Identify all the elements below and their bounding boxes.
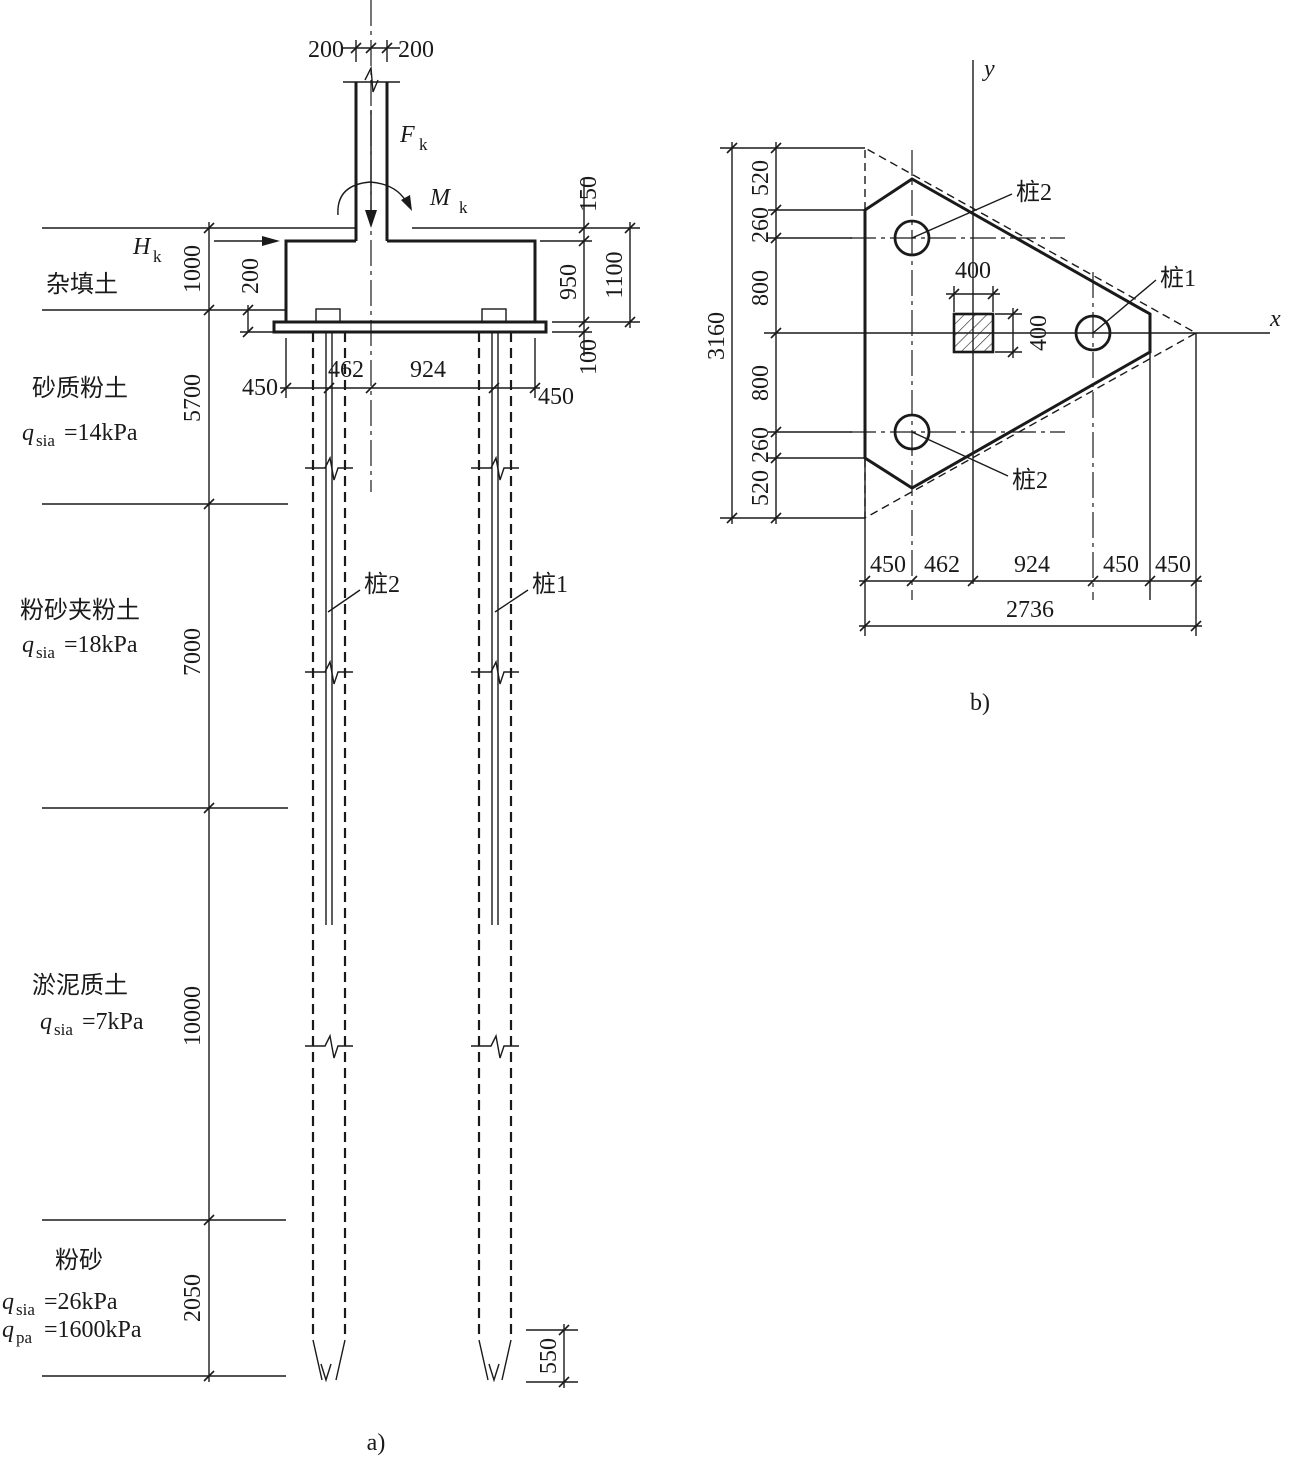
dim-462: 462 — [328, 357, 364, 383]
plan-dim-462: 462 — [924, 552, 960, 578]
layer-5-q-symbol: q — [2, 1289, 14, 1315]
layer-4-thickness: 10000 — [180, 986, 206, 1046]
plan-dim-260-top: 260 — [748, 207, 774, 243]
dim-150: 150 — [576, 176, 602, 212]
pile2-bottom-circle — [893, 413, 931, 451]
dim-550: 550 — [536, 1338, 562, 1374]
pile-spacing-dims: 450 462 924 450 — [242, 338, 574, 410]
soil-boundaries — [42, 222, 356, 1382]
layer-2-q-subscript: sia — [36, 431, 55, 450]
layer-5-qp-subscript: pa — [16, 1328, 33, 1347]
caption-a: a) — [367, 1430, 386, 1456]
layer-5-qp-value: =1600kPa — [44, 1317, 142, 1343]
layer-3-q-value: =18kPa — [64, 632, 138, 658]
layer-5-thickness: 2050 — [180, 1274, 206, 1322]
layer-1-thickness: 1000 — [180, 245, 206, 293]
figure-a: F k M k H k — [2, 0, 640, 1456]
layer-5-q-subscript: sia — [16, 1300, 35, 1319]
dim-col-right: 200 — [398, 37, 434, 63]
caption-b: b) — [970, 690, 990, 716]
layer-1-name: 杂填土 — [46, 271, 118, 298]
plan-dim-924: 924 — [1014, 552, 1050, 578]
dim-1100: 1100 — [602, 251, 628, 298]
plan-dim-260-bottom: 260 — [748, 427, 774, 463]
dim-924: 924 — [410, 357, 446, 383]
plan-dim-800-top: 800 — [748, 270, 774, 306]
pile2-bottom-label: 桩2 — [1012, 467, 1048, 494]
pile-cap-elevation — [272, 239, 548, 334]
x-axis-label: x — [1269, 306, 1281, 332]
dim-450-right: 450 — [538, 384, 574, 410]
layer-4-q-symbol: q — [40, 1009, 52, 1035]
layer-4-name: 淤泥质土 — [32, 972, 128, 999]
pile1-label: 桩1 — [532, 571, 568, 598]
load-h-label: H — [132, 234, 152, 260]
layer-5-name: 粉砂 — [55, 1247, 103, 1274]
layer-3-q-symbol: q — [22, 632, 34, 658]
dim-950: 950 — [556, 264, 582, 300]
plan-axes: y x — [764, 56, 1281, 584]
plan-dim-520-bottom: 520 — [748, 470, 774, 506]
piles-elevation: 桩2 桩1 — [305, 332, 568, 1383]
pile2-top-label: 桩2 — [1016, 179, 1052, 206]
column-elevation — [343, 0, 400, 492]
layer-4-q-subscript: sia — [54, 1020, 73, 1039]
plan-dim-520-top: 520 — [748, 160, 774, 196]
layer-2-name: 砂质粉土 — [32, 375, 128, 402]
pile-tip-dim: 550 — [526, 1324, 578, 1388]
pile2-label: 桩2 — [364, 571, 400, 598]
load-h-subscript: k — [153, 247, 162, 266]
layer-4-q-value: =7kPa — [82, 1009, 144, 1035]
layer-5-qp-symbol: q — [2, 1317, 14, 1343]
piles-plan: 桩2 桩1 桩2 — [893, 179, 1196, 494]
dim-450-left: 450 — [242, 375, 278, 401]
soil-layer-labels: 杂填土 1000 砂质粉土 q sia =14kPa 5700 粉砂夹粉土 q … — [2, 245, 206, 1347]
load-m-subscript: k — [459, 198, 468, 217]
plan-dim-450-c: 450 — [1155, 552, 1191, 578]
dim-200-embed: 200 — [238, 258, 264, 294]
plan-dim-450-b: 450 — [1103, 552, 1139, 578]
column-height-dim: 400 — [1026, 315, 1052, 351]
cap-embed-dim: 200 — [238, 258, 274, 338]
load-f-subscript: k — [419, 135, 428, 154]
column-plan: 400 400 — [946, 258, 1052, 358]
layer-3-name: 粉砂夹粉土 — [20, 597, 140, 624]
column-width-dim: 400 — [955, 258, 991, 284]
load-f-label: F — [399, 122, 415, 148]
pile1-plan-label: 桩1 — [1160, 265, 1196, 292]
layer-2-q-value: =14kPa — [64, 420, 138, 446]
plan-dim-2736: 2736 — [1006, 597, 1054, 623]
plan-dim-450-a: 450 — [870, 552, 906, 578]
plan-left-dims: 3160 520 260 800 800 260 520 — [704, 142, 865, 524]
column-width-dims: 200 200 — [308, 37, 434, 63]
cap-height-dims: 150 950 1100 100 — [412, 176, 640, 375]
figure-b: y x 桩2 桩1 桩2 — [704, 56, 1281, 716]
y-axis-label: y — [982, 56, 995, 82]
load-m-label: M — [429, 185, 452, 211]
layer-2-thickness: 5700 — [180, 374, 206, 422]
loads: F k M k H k — [132, 122, 468, 266]
layer-3-thickness: 7000 — [180, 628, 206, 676]
dim-100: 100 — [576, 339, 602, 375]
pile-centre-lines — [850, 150, 1197, 636]
pile1-circle — [1074, 314, 1112, 352]
plan-dim-800-bottom: 800 — [748, 365, 774, 401]
dim-col-left: 200 — [308, 37, 344, 63]
layer-5-q-value: =26kPa — [44, 1289, 118, 1315]
layer-2-q-symbol: q — [22, 420, 34, 446]
layer-3-q-subscript: sia — [36, 643, 55, 662]
plan-bottom-dims: 450 462 924 450 450 2736 — [859, 552, 1202, 632]
plan-dim-3160: 3160 — [704, 312, 730, 360]
pile2-top-circle — [893, 219, 931, 257]
